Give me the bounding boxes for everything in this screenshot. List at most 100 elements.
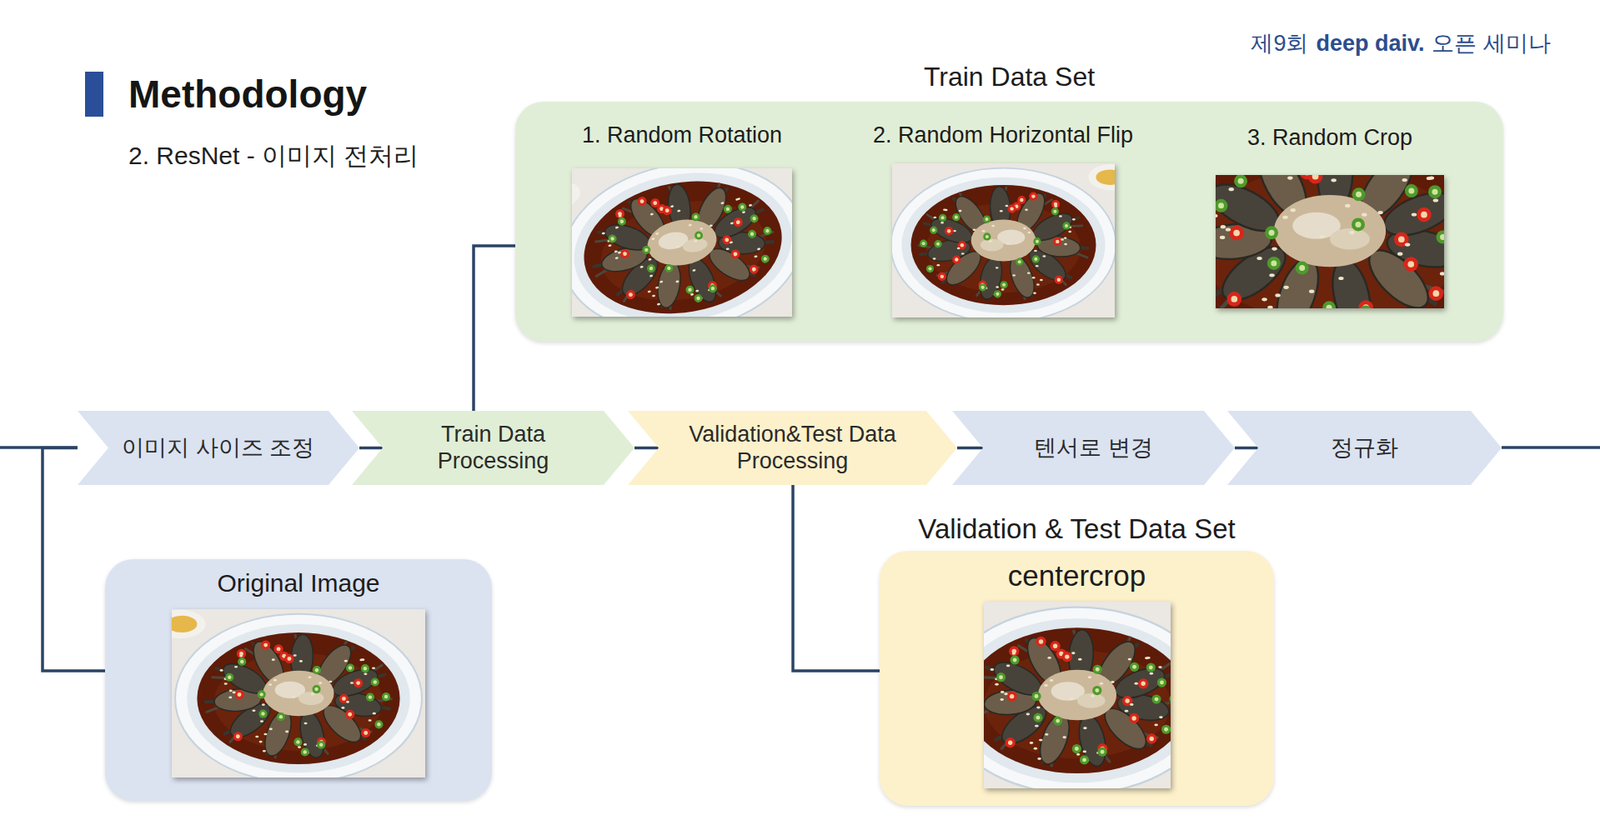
chevron-text-box: 이미지 사이즈 조정 — [77, 411, 360, 486]
sesame — [1225, 227, 1231, 231]
pepper-seed — [1009, 694, 1014, 699]
node-label: centercrop — [779, 557, 1375, 595]
sesame — [1228, 187, 1234, 191]
sesame — [1037, 757, 1041, 761]
pepper-seed — [1132, 665, 1137, 670]
pepper-seed — [1218, 202, 1224, 209]
sesame — [1404, 242, 1410, 246]
pepper-seed — [1018, 260, 1022, 264]
sesame — [1044, 733, 1049, 737]
red-pepper — [1051, 200, 1060, 209]
sesame — [251, 709, 256, 713]
pepper-seed — [1034, 694, 1039, 699]
sesame — [990, 668, 994, 672]
plate — [983, 607, 1171, 789]
pepper-seed — [995, 292, 999, 296]
green-pepper — [311, 685, 321, 694]
sesame — [363, 672, 367, 676]
sesame — [232, 692, 236, 695]
pepper-seed — [984, 217, 989, 221]
sesame — [617, 215, 622, 218]
sesame — [1072, 218, 1076, 221]
connector-line — [1234, 446, 1259, 451]
sesame — [368, 719, 372, 723]
sesame — [695, 290, 699, 293]
table — [1215, 175, 1445, 309]
green-pepper — [1146, 662, 1156, 673]
sesame — [659, 280, 663, 284]
pepper-seed — [762, 256, 768, 261]
sesame — [1377, 210, 1383, 215]
green-pepper — [237, 657, 246, 667]
node-label: 1. Random Rotation — [444, 120, 920, 150]
pepper-seed — [1009, 206, 1014, 211]
red-pepper — [662, 205, 673, 216]
sesame — [1039, 279, 1044, 281]
pepper-seed — [1131, 716, 1136, 721]
red-pepper — [748, 264, 760, 276]
green-pepper — [693, 293, 704, 304]
sesame — [726, 247, 730, 251]
crab-meat — [971, 220, 1037, 262]
sesame — [1062, 736, 1066, 739]
red-pepper — [1028, 192, 1038, 201]
sesame — [932, 216, 937, 219]
pepper-seed — [639, 199, 645, 205]
crab-shell — [709, 200, 761, 244]
sesame — [982, 230, 986, 232]
green-pepper — [1168, 694, 1171, 704]
sesame — [961, 252, 965, 255]
sesame — [957, 247, 961, 250]
sesame — [1000, 691, 1004, 694]
plate — [1215, 175, 1445, 309]
pepper-seed — [765, 228, 770, 233]
sesame — [952, 230, 957, 232]
sesame — [655, 286, 659, 290]
pepper-seed — [1233, 230, 1240, 237]
sesame — [328, 681, 332, 684]
sesame — [735, 198, 739, 201]
sesame — [692, 269, 696, 272]
pepper-seed — [1002, 283, 1006, 287]
green-pepper — [993, 290, 1002, 298]
pepper-seed — [240, 660, 244, 664]
green-pepper — [1129, 662, 1139, 673]
sesame — [994, 683, 999, 687]
sesame — [1038, 739, 1043, 743]
pepper-seed — [696, 295, 701, 301]
crab-shell — [1111, 662, 1169, 705]
sesame — [999, 698, 1004, 702]
sesame — [677, 209, 681, 212]
pepper-seed — [1033, 257, 1038, 261]
sesame — [617, 251, 622, 255]
pepper-seed — [1053, 210, 1057, 214]
pepper-seed — [302, 750, 306, 754]
pepper-seed — [724, 237, 730, 243]
red-pepper — [1006, 692, 1017, 703]
pepper-seed — [940, 275, 944, 279]
pepper-seed — [622, 251, 628, 257]
sesame — [224, 682, 228, 686]
red-pepper — [937, 272, 947, 281]
pepper-seed — [1439, 234, 1445, 241]
sesame — [1033, 250, 1038, 252]
food-photo — [1215, 175, 1445, 309]
slide-subtitle: 2. ResNet - 이미지 전처리 — [128, 140, 419, 171]
sesame — [346, 701, 350, 704]
connector-line — [473, 245, 516, 412]
green-pepper — [737, 202, 748, 213]
connector-line — [634, 446, 659, 451]
red-pepper — [345, 710, 355, 720]
plate-rim — [186, 624, 411, 773]
sesame — [991, 225, 995, 227]
photo-content — [892, 163, 1115, 318]
pepper-seed — [936, 242, 940, 246]
side-dish-food — [171, 616, 197, 633]
node-label: Original Image — [5, 567, 592, 600]
green-pepper — [1015, 258, 1024, 266]
sesame — [303, 743, 307, 747]
sesame — [1034, 725, 1039, 728]
green-pepper — [1072, 744, 1082, 754]
sesame — [1063, 236, 1068, 239]
sesame — [262, 750, 266, 753]
